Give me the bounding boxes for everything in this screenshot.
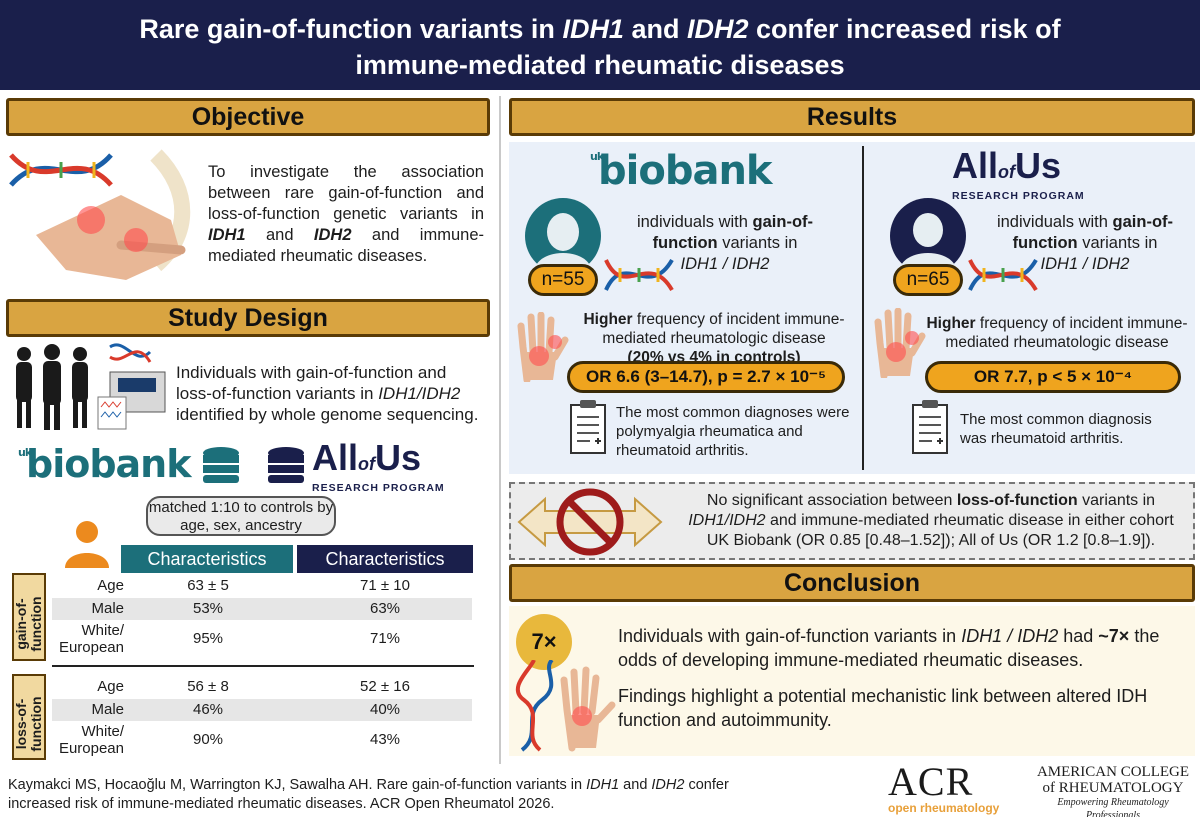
seven-times-badge: 7× <box>531 629 557 654</box>
conclusion-panel <box>509 606 1195 756</box>
table-header-uk: Characteristics <box>121 545 293 573</box>
aou-sample-size: n=65 <box>893 264 963 296</box>
title-banner: Rare gain-of-function variants in IDH1 a… <box>0 0 1200 90</box>
person-icon <box>65 521 109 568</box>
loss-of-function-tab: loss-of-function <box>12 674 46 760</box>
aou-individuals-text: individuals with gain-of-function varian… <box>996 213 1174 273</box>
results-heading: Results <box>509 98 1195 136</box>
dna-icon <box>968 258 1038 292</box>
table-header-aou: Characteristics <box>297 545 473 573</box>
database-icon-uk <box>203 447 239 483</box>
aou-diagnosis-text: The most common diagnosis was rheumatoid… <box>960 411 1152 447</box>
people-sequencer-illustration <box>16 343 166 430</box>
title-line-1: Rare gain-of-function variants in IDH1 a… <box>139 14 1061 44</box>
uk-biobank-logo-left: uk biobank <box>18 442 192 486</box>
matched-controls-note: matched 1:10 to controls by age, sex, an… <box>146 496 336 536</box>
table-row: Age 63 ± 5 71 ± 10 <box>97 577 410 594</box>
uk-diagnosis-text: The most common diagnoses were polymyalg… <box>616 404 850 459</box>
loss-of-function-text: No significant association between loss-… <box>688 492 1174 549</box>
title-line-2: immune-mediated rheumatic diseases <box>355 50 845 80</box>
no-association-icon <box>517 488 663 556</box>
uk-sample-size: n=55 <box>528 264 598 296</box>
table-divider <box>52 665 474 667</box>
uk-odds-ratio: OR 6.6 (3–14.7), p = 2.7 × 10⁻⁵ <box>567 361 845 393</box>
study-design-text: Individuals with gain-of-function and lo… <box>176 363 479 424</box>
table-row: Male 46% 40% <box>52 699 472 721</box>
dna-hand-icon <box>515 660 616 752</box>
inflamed-hand-icon <box>874 308 926 378</box>
dna-hand-illustration <box>9 149 191 280</box>
uk-biobank-logo: uk biobank <box>590 148 773 194</box>
objective-text: To investigate the association between r… <box>208 163 484 265</box>
all-of-us-logo: AllofUs RESEARCH PROGRAM <box>952 145 1085 203</box>
table-row: Age 56 ± 8 52 ± 16 <box>97 678 410 695</box>
dna-icon <box>604 258 674 292</box>
aou-frequency-text: Higher frequency of incident immune-medi… <box>926 315 1188 351</box>
study-design-heading: Study Design <box>6 299 490 337</box>
database-icon-aou <box>268 447 304 483</box>
gain-of-function-tab: gain-of-function <box>12 573 46 661</box>
clipboard-icon <box>912 400 948 454</box>
column-divider <box>499 96 501 764</box>
table-row: White/ European 90% 43% <box>58 723 401 757</box>
uk-individuals-text: individuals with gain-of-function varian… <box>636 213 814 273</box>
inflamed-hand-icon <box>517 312 569 382</box>
aou-odds-ratio: OR 7.7, p < 5 × 10⁻⁴ <box>925 361 1181 393</box>
uk-frequency-text: Higher frequency of incident immune-medi… <box>583 311 845 366</box>
acr-open-rheumatology-logo: ACR open rheumatology <box>888 759 1000 815</box>
clipboard-icon <box>570 400 606 454</box>
results-panel <box>509 142 1195 474</box>
conclusion-point-2: Findings highlight a potential mechanist… <box>618 686 1148 730</box>
all-of-us-logo-left: AllofUs RESEARCH PROGRAM <box>312 437 445 495</box>
table-row: Male 53% 63% <box>52 598 472 620</box>
citation: Kaymakci MS, Hocaoğlu M, Warrington KJ, … <box>8 777 729 812</box>
objective-heading: Objective <box>6 98 490 136</box>
table-row: White/ European 95% 71% <box>58 622 401 656</box>
footer <box>0 764 1200 817</box>
conclusion-point-1: Individuals with gain-of-function varian… <box>618 626 1160 670</box>
conclusion-heading: Conclusion <box>509 564 1195 602</box>
american-college-logo: AMERICAN COLLEGE of RHEUMATOLOGY Empower… <box>1036 764 1190 817</box>
seven-times-badge-bg <box>516 614 572 670</box>
results-divider <box>862 146 864 470</box>
